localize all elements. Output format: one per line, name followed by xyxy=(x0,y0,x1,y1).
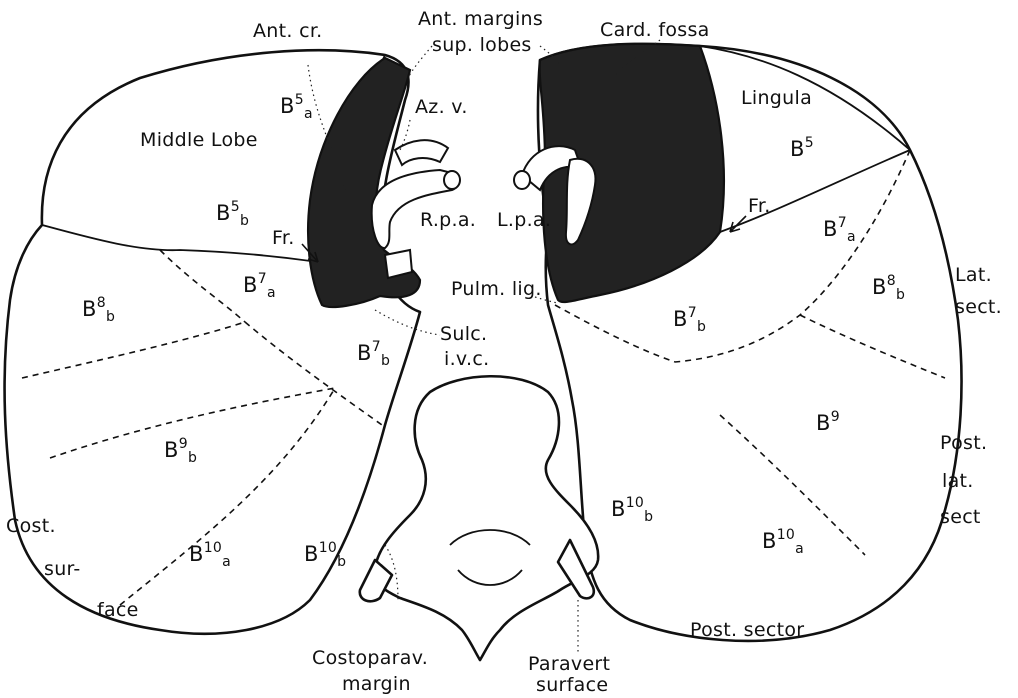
label-lat-sect-line2: sect. xyxy=(955,298,1002,317)
segment-r-b9b: B9b xyxy=(164,437,197,465)
vertebra xyxy=(360,376,598,660)
segment-r-b5b: B5b xyxy=(216,200,249,228)
label-sulc-line1: Sulc. xyxy=(440,325,487,344)
label-post-lat-line1: Post. xyxy=(940,434,987,453)
label-cost-surface-line3: face xyxy=(97,601,139,620)
segment-l-b10a: B10a xyxy=(762,528,804,556)
label-paravert-line2: surface xyxy=(536,676,608,695)
segment-l-b9: B9 xyxy=(816,410,840,438)
label-post-sector: Post. sector xyxy=(690,621,804,640)
segment-r-b8b: B8b xyxy=(82,296,115,324)
segment-l-b5: B5 xyxy=(790,136,814,164)
label-cost-surface-line1: Cost. xyxy=(6,517,56,536)
segment-l-b8b: B8b xyxy=(872,274,905,302)
segment-r-b7a: B7a xyxy=(243,272,276,300)
label-fr-left: Fr. xyxy=(748,197,771,216)
segment-l-b7b: B7b xyxy=(673,306,706,334)
right-bronchus-stub xyxy=(385,250,412,278)
label-ant-cr: Ant. cr. xyxy=(253,22,323,41)
label-ant-margins-line1: Ant. margins xyxy=(418,10,543,29)
label-ant-margins-line2: sup. lobes xyxy=(432,36,532,55)
label-pulm-lig: Pulm. lig. xyxy=(451,280,542,299)
segment-l-b7a: B7a xyxy=(823,216,856,244)
segment-r-b10a: B10a xyxy=(189,541,231,569)
label-l-pa: L.p.a. xyxy=(497,211,551,230)
label-costoparav-line1: Costoparav. xyxy=(312,649,428,668)
right-pa-cut-end xyxy=(444,171,460,189)
label-cost-surface-line2: sur- xyxy=(44,560,81,579)
label-lingula: Lingula xyxy=(741,89,812,108)
label-post-lat-line3: sect xyxy=(940,508,981,527)
label-r-pa: R.p.a. xyxy=(420,211,476,230)
label-fr-right: Fr. xyxy=(272,229,295,248)
label-middle-lobe: Middle Lobe xyxy=(140,131,258,150)
label-lat-sect-line1: Lat. xyxy=(955,266,992,285)
segment-r-b7b: B7b xyxy=(357,340,390,368)
label-costoparav-line2: margin xyxy=(342,675,411,694)
label-az-v: Az. v. xyxy=(415,98,468,117)
segment-r-b5a: B5a xyxy=(280,93,313,121)
label-paravert-line1: Paravert xyxy=(528,655,610,674)
label-card-fossa: Card. fossa xyxy=(600,21,710,40)
left-pa-cut-end xyxy=(514,171,530,189)
segment-r-b10b: B10b xyxy=(304,541,346,569)
label-post-lat-line2: lat. xyxy=(942,472,974,491)
vertebral-body xyxy=(375,376,599,660)
label-sulc-line2: i.v.c. xyxy=(444,350,489,369)
segment-l-b10b: B10b xyxy=(611,496,653,524)
